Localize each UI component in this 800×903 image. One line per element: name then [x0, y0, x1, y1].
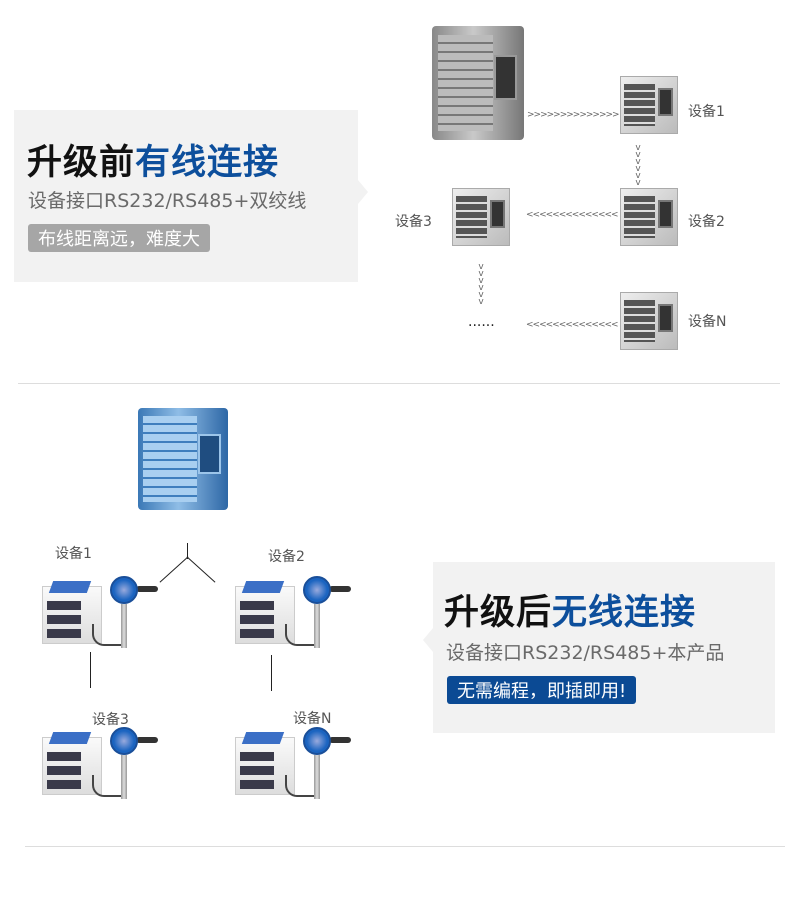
server-icon-device-3 [452, 188, 510, 246]
connector-line [186, 556, 216, 583]
host-server-gray-icon [432, 26, 524, 140]
before-subtitle: 设备接口RS232/RS485+双绞线 [28, 190, 307, 212]
bottom-divider [25, 846, 785, 847]
wireless-device-icon-n [235, 727, 355, 807]
wireless-device-icon-2 [235, 576, 355, 656]
before-title-blue: 有线连接 [135, 143, 280, 183]
after-panel [433, 562, 775, 733]
after-label-device-n: 设备N [293, 711, 332, 727]
before-label-device-1: 设备1 [688, 104, 725, 120]
wire-arrow-right: >>>>>>>>>>>>>> [527, 110, 620, 120]
before-label-device-2: 设备2 [688, 214, 725, 230]
after-label-device-2: 设备2 [268, 549, 305, 565]
wireless-device-icon-3 [42, 727, 162, 807]
server-icon-device-n [620, 292, 678, 350]
server-icon-device-1 [620, 76, 678, 134]
before-title: 升级前有线连接 [27, 134, 279, 185]
before-label-device-n: 设备N [688, 314, 727, 330]
server-icon-device-2 [620, 188, 678, 246]
after-subtitle: 设备接口RS232/RS485+本产品 [446, 642, 725, 664]
wire-arrow-left-1: <<<<<<<<<<<<<< [526, 210, 619, 220]
host-server-blue-icon [138, 408, 228, 510]
before-title-black: 升级前 [27, 143, 136, 183]
connector-line [159, 556, 189, 583]
before-badge: 布线距离远，难度大 [28, 224, 210, 252]
after-title: 升级后无线连接 [444, 584, 696, 635]
after-label-device-1: 设备1 [55, 546, 92, 562]
before-label-device-3: 设备3 [395, 214, 432, 230]
connector-line [271, 655, 272, 691]
before-panel-pointer [358, 180, 368, 204]
after-title-black: 升级后 [444, 593, 553, 633]
connector-line [90, 652, 91, 688]
section-divider [18, 383, 780, 384]
before-panel [14, 110, 358, 282]
after-badge: 无需编程，即插即用! [447, 676, 637, 704]
after-title-blue: 无线连接 [552, 593, 697, 633]
before-ellipsis: ...... [468, 314, 495, 330]
connector-line [187, 543, 188, 559]
wire-arrow-left-2: <<<<<<<<<<<<<< [526, 320, 619, 330]
wireless-device-icon-1 [42, 576, 162, 656]
after-label-device-3: 设备3 [92, 712, 129, 728]
after-panel-pointer [423, 628, 433, 652]
